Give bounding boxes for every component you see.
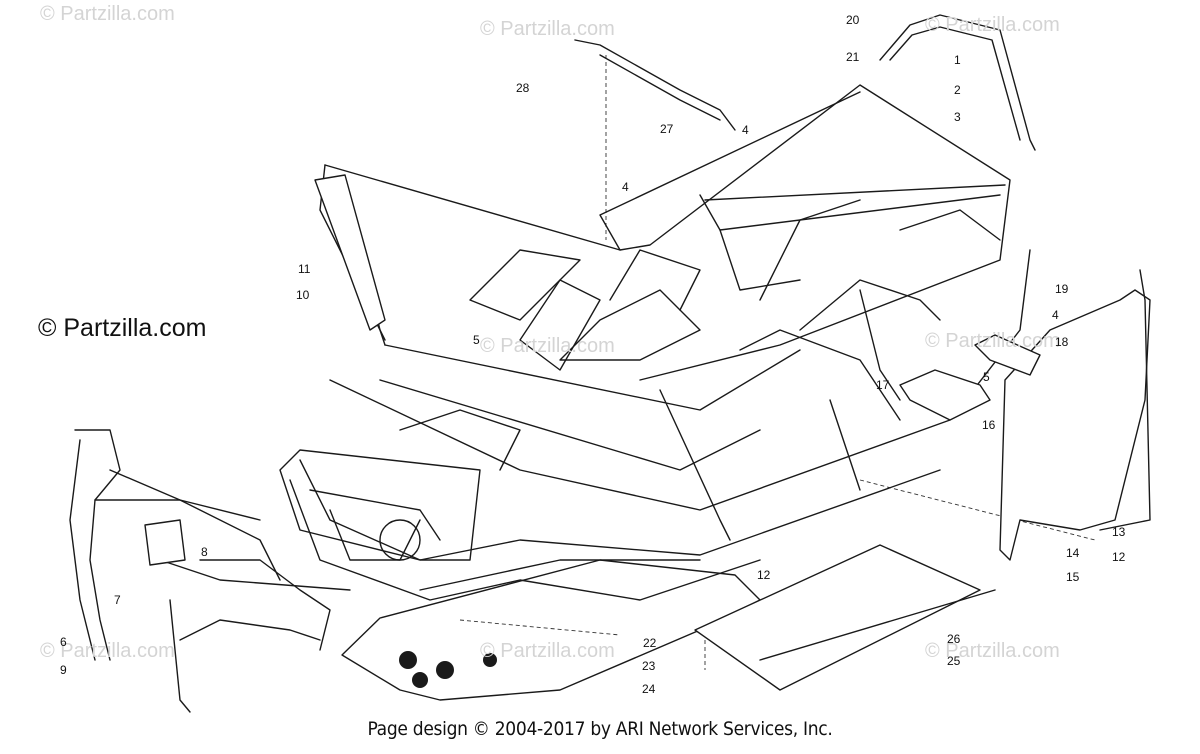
main-frame (279, 84, 1031, 601)
callout-label: 16 (982, 418, 996, 432)
callout-label: 12 (1112, 550, 1126, 564)
callout-label: 7 (114, 593, 121, 607)
callout-label: 27 (660, 122, 674, 136)
callout-label: 5 (473, 333, 480, 347)
callout-label: 12 (757, 568, 771, 582)
copyright-footer: Page design © 2004-2017 by ARI Network S… (367, 718, 833, 740)
watermark: © Partzilla.com (480, 18, 615, 40)
watermark: © Partzilla.com (925, 640, 1060, 662)
callout-label: 24 (642, 682, 656, 696)
watermark: © Partzilla.com (480, 335, 615, 357)
callout-label: 6 (60, 635, 67, 649)
callout-label: 25 (947, 654, 961, 668)
callout-label: 4 (1052, 308, 1059, 322)
watermark: © Partzilla.com (925, 330, 1060, 352)
watermark: © Partzilla.com (40, 3, 175, 25)
callout-label: 9 (60, 663, 67, 677)
watermark: © Partzilla.com (480, 640, 615, 662)
bracket-left (314, 174, 386, 331)
callout-label: 14 (1066, 546, 1080, 560)
callout-label: 10 (296, 288, 310, 302)
rod (759, 589, 996, 661)
callout-label: 18 (1055, 335, 1069, 349)
callout-label: 8 (201, 545, 208, 559)
callout-label: 4 (622, 180, 629, 194)
callout-label: 13 (1112, 525, 1126, 539)
callout-label: 28 (516, 81, 530, 95)
callout-label: 15 (1066, 570, 1080, 584)
callout-label: 26 (947, 632, 961, 646)
callout-label: 5 (983, 370, 990, 384)
callout-label: 19 (1055, 282, 1069, 296)
callout-label: 22 (643, 636, 657, 650)
callout-label: 21 (846, 50, 860, 64)
watermark-main: © Partzilla.com (38, 314, 207, 342)
callout-label: 1 (954, 53, 961, 67)
callout-label: 2 (954, 83, 961, 97)
watermark: © Partzilla.com (40, 640, 175, 662)
rear-skid-panel (694, 544, 981, 691)
front-bumper-assembly (69, 429, 351, 713)
callout-label: 3 (954, 110, 961, 124)
callout-label: 4 (742, 123, 749, 137)
callout-label: 23 (642, 659, 656, 673)
callout-label: 11 (298, 262, 311, 276)
watermark: © Partzilla.com (925, 14, 1060, 36)
callout-label: 17 (876, 378, 890, 392)
callout-label: 20 (846, 13, 860, 27)
